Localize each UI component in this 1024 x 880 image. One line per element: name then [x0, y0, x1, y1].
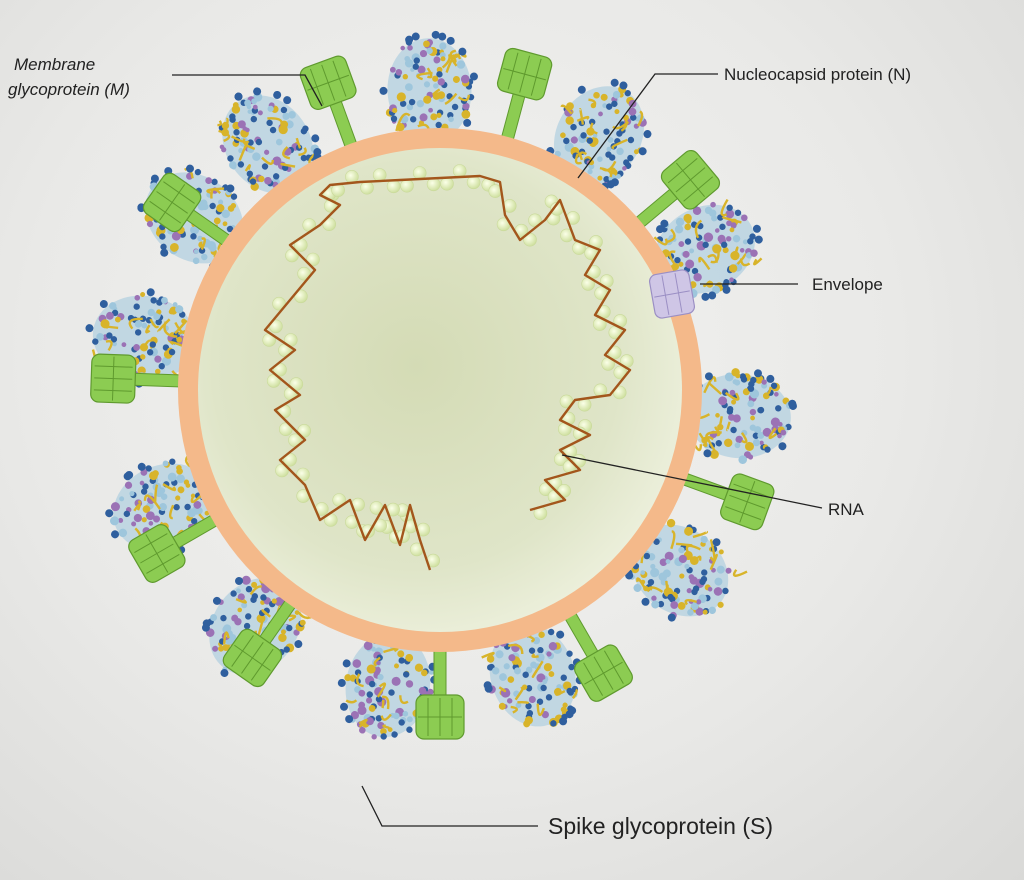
nucleocapsid-bead: [386, 179, 401, 194]
spike-protein: [337, 626, 439, 740]
nucleocapsid-bead: [426, 177, 441, 192]
envelope-protein-body: [648, 269, 696, 319]
nucleocapsid-bead: [322, 217, 337, 231]
rna-label: RNA: [828, 500, 865, 519]
nucleocapsid-leader: [577, 73, 718, 179]
nucleocapsid-label: Nucleocapsid protein (N): [724, 65, 911, 84]
envelope-label: Envelope: [812, 275, 883, 294]
nucleocapsid-bead: [275, 463, 289, 478]
spike-label: Spike glycoprotein (S): [548, 813, 773, 839]
membrane-glycoprotein: [561, 607, 633, 702]
nucleocapsid-bead: [360, 180, 374, 195]
nucleocapsid-bead: [285, 248, 299, 263]
nucleocapsid-bead: [452, 164, 467, 178]
membrane-glycoprotein: [128, 511, 223, 583]
membrane-label-line1: Membrane: [14, 55, 95, 74]
nucleocapsid-bead: [400, 178, 414, 193]
nucleocapsid-bead: [440, 176, 454, 191]
nucleocapsid-bead: [297, 423, 312, 438]
nucleocapsid-bead: [538, 482, 553, 497]
nucleocapsid-bead: [306, 252, 320, 267]
membrane-glycoprotein: [415, 644, 465, 740]
rna-strand: [263, 174, 632, 571]
rna-leader: [561, 454, 823, 509]
membrane-glycoprotein: [496, 47, 553, 146]
spike-leader: [361, 785, 538, 827]
nucleocapsid-bead: [466, 175, 481, 190]
membrane-glycoprotein: [222, 594, 300, 688]
spike-protein: [546, 78, 652, 193]
nucleocapsid-bead: [296, 467, 310, 482]
membrane-glycoprotein: [142, 172, 236, 250]
spike-protein: [479, 620, 584, 728]
membrane-glycoprotein-leader: [172, 74, 323, 107]
nucleocapsid-beads: [262, 164, 634, 568]
membrane-glycoprotein: [299, 55, 360, 154]
membrane-glycoprotein: [676, 470, 775, 531]
membrane-label-line2: glycoprotein (M): [8, 80, 130, 99]
virion-interior: [198, 148, 682, 632]
spike-protein: [217, 87, 322, 197]
spike-protein: [379, 30, 478, 144]
membrane-glycoproteins: [90, 47, 775, 740]
membrane-glycoprotein: [90, 353, 186, 404]
nucleocapsid-bead: [278, 422, 293, 437]
nucleocapsid-bead: [412, 166, 427, 180]
nucleocapsid-bead: [372, 168, 387, 182]
membrane-glycoprotein: [630, 149, 721, 232]
envelope-protein: [648, 269, 696, 319]
